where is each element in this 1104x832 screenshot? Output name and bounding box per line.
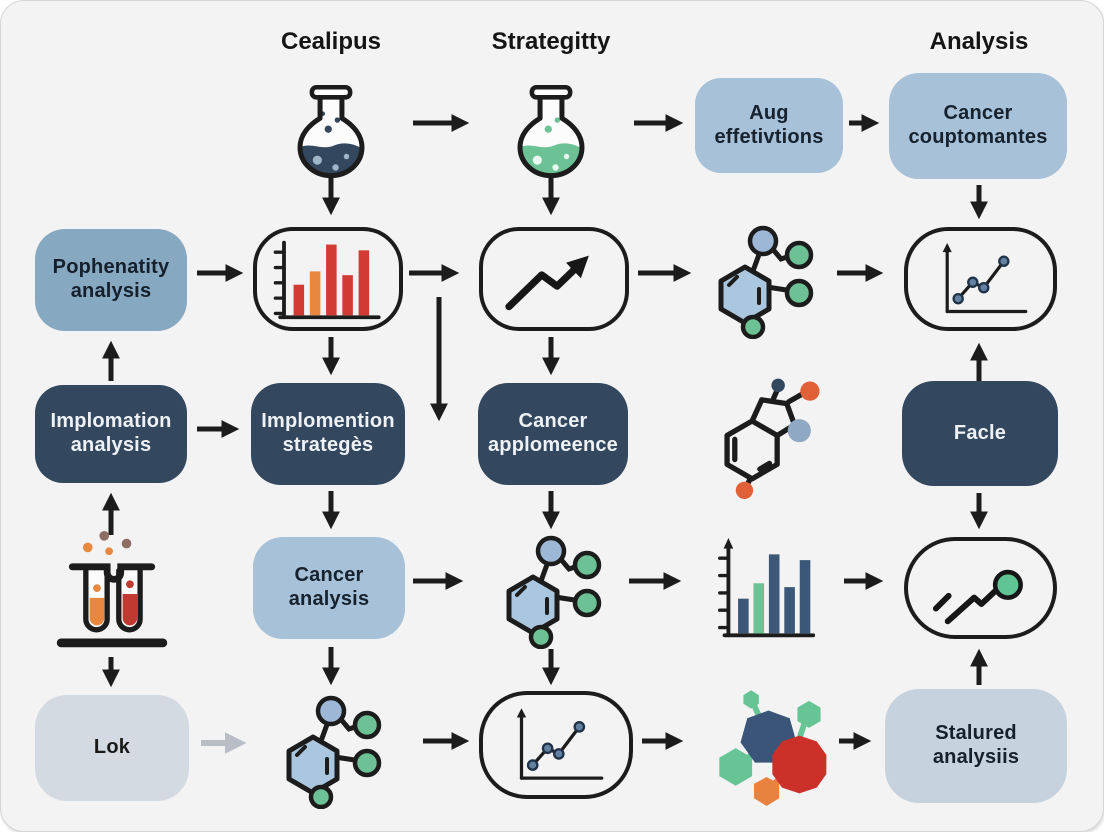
chem-structure-icon <box>724 378 820 500</box>
column-header-strategy: Strategitty <box>491 28 611 55</box>
flask-green-icon <box>517 84 585 179</box>
trend-arrow-container <box>479 227 629 331</box>
molecule-colorful-icon <box>719 690 827 806</box>
node-cancer-couptomantes: Cancer couptomantes <box>889 73 1067 179</box>
test-tubes-icon <box>56 530 168 648</box>
molecule-icon <box>718 225 814 339</box>
node-aug-effetivtions: Aug effetivtions <box>695 78 843 173</box>
column-header-analysis: Analysis <box>929 28 1029 55</box>
molecule-icon <box>286 695 382 809</box>
trend-dot-pill-container <box>904 537 1057 639</box>
dot-line-chart-container <box>479 691 633 799</box>
bar-chart-red-icon <box>273 240 381 320</box>
molecule-icon <box>506 535 602 649</box>
node-facle: Facle <box>902 381 1058 486</box>
node-lok: Lok <box>35 695 189 801</box>
node-implomention-strateges: Implomention strategès <box>251 383 405 485</box>
node-implomation-analysis: Implomation analysis <box>35 385 187 483</box>
dot-line-chart-container <box>904 227 1057 331</box>
node-stalured-analysis: Stalured analysiis <box>885 689 1067 803</box>
column-header-materials: Cealipus <box>280 28 382 55</box>
node-cancer-analysis: Cancer analysis <box>253 537 405 639</box>
trend-dot-pill-icon <box>932 569 1023 624</box>
flask-dark-icon <box>297 84 365 179</box>
bar-chart-red-container <box>253 227 403 331</box>
node-cancer-applomeence: Cancer applomeence <box>478 383 628 485</box>
bar-chart-blue-icon <box>718 537 816 638</box>
dot-line-chart-icon <box>516 707 604 780</box>
trend-arrow-icon <box>505 255 589 311</box>
node-pophenatity-analysis: Pophenatity analysis <box>35 229 187 331</box>
dot-line-chart-icon <box>942 242 1027 313</box>
